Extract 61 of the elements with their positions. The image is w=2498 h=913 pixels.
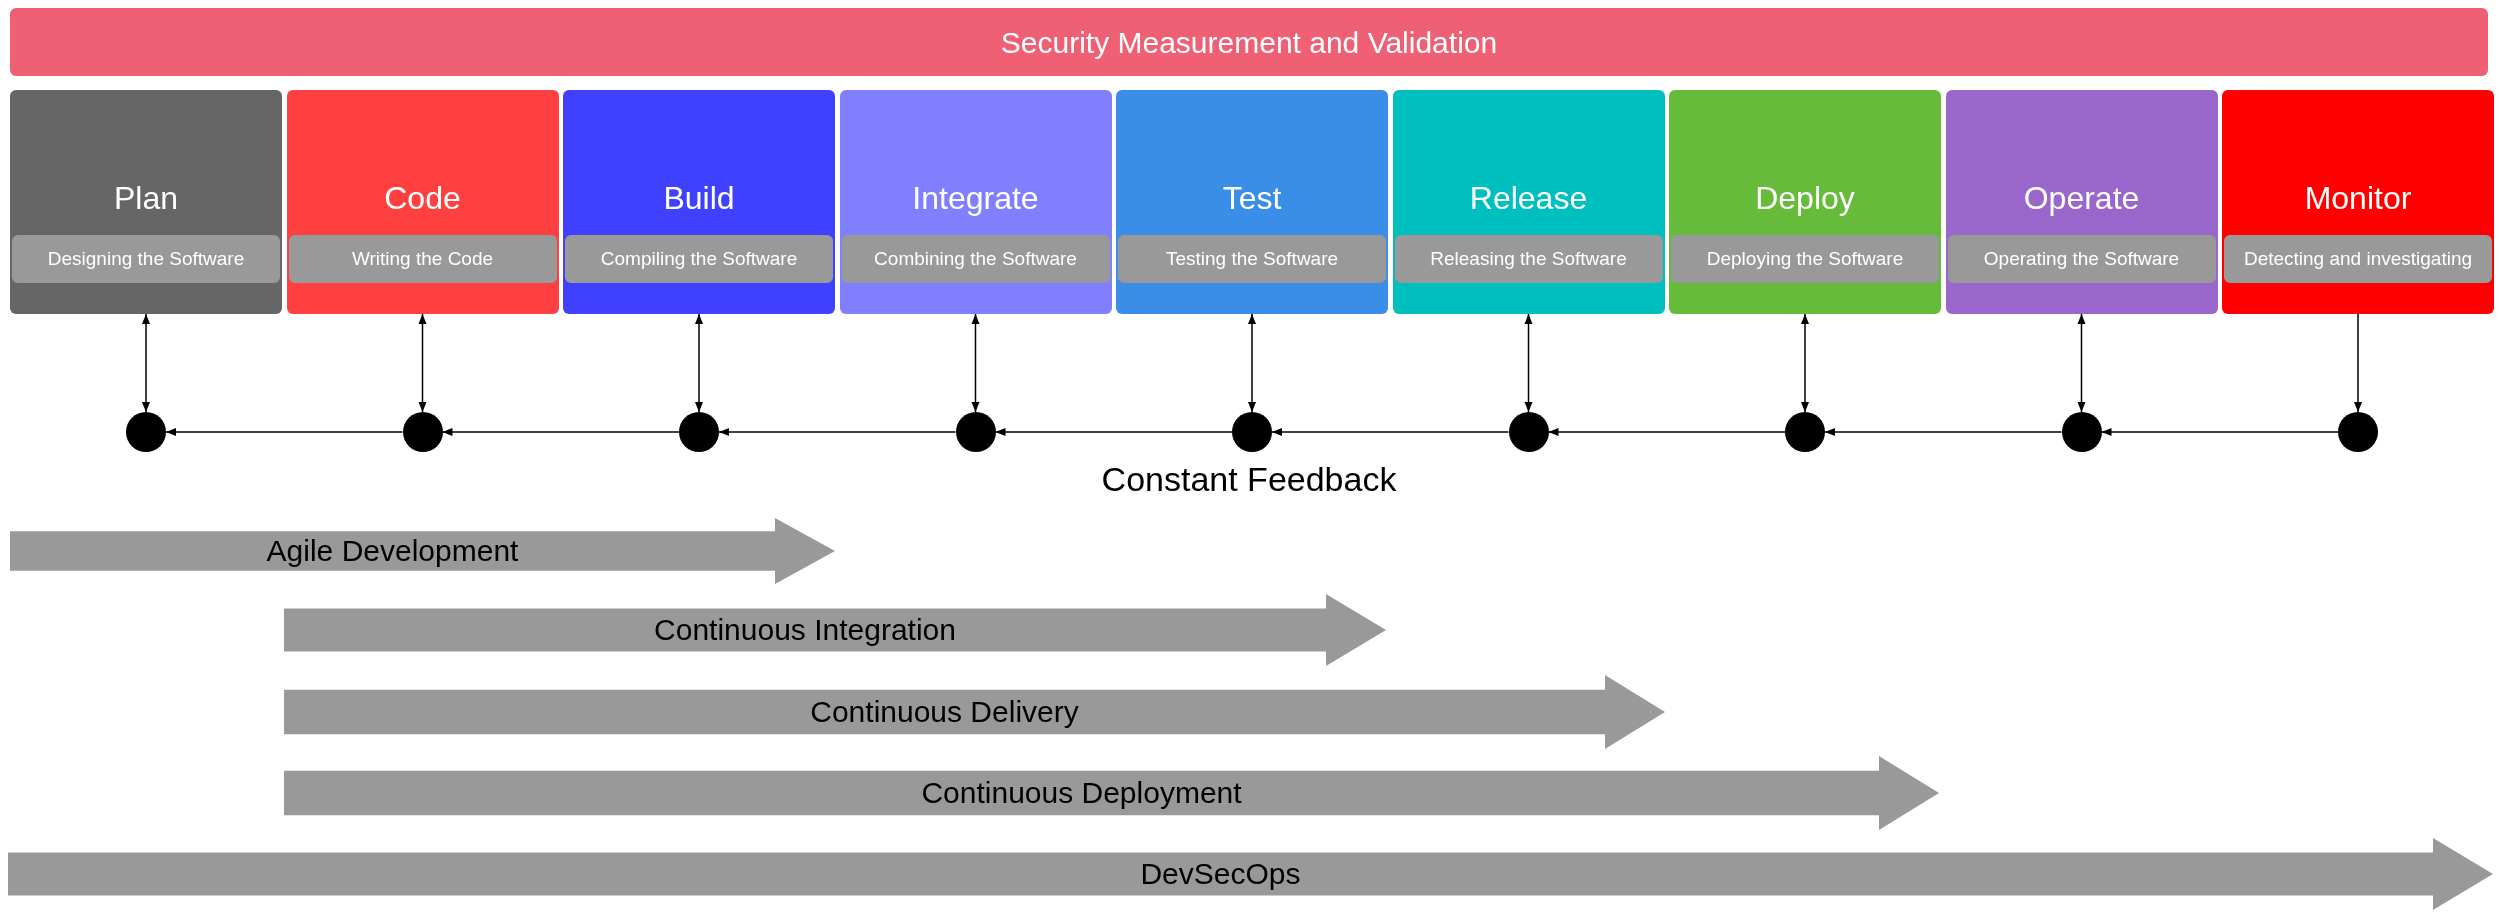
phase-label: Agile Development	[266, 536, 519, 566]
stage-description: Designing the Software	[47, 246, 245, 271]
stage-box	[2222, 90, 2494, 314]
description-box	[288, 235, 557, 283]
connector-arrow	[418, 313, 427, 413]
phase-label: Continuous Delivery	[810, 697, 1079, 727]
connector-arrow	[994, 428, 1233, 436]
stage-description: Deploying the Software	[1706, 246, 1904, 271]
stage-box	[1116, 90, 1388, 314]
stage-description: Operating the Software	[1983, 246, 2180, 271]
stage-box	[286, 90, 559, 314]
connector-arrow	[2077, 313, 2086, 413]
stage-title: Monitor	[2304, 182, 2412, 214]
stage-title: Deploy	[1755, 182, 1855, 214]
stage-box	[1945, 90, 2218, 314]
description-box	[1118, 235, 1386, 283]
description-box	[2224, 235, 2492, 283]
connector-arrow	[2100, 428, 2339, 436]
description-box	[1671, 235, 1939, 283]
stage-title: Operate	[2023, 182, 2140, 214]
description-box	[1394, 235, 1663, 283]
description-box	[565, 235, 833, 283]
connector-arrow	[1271, 428, 1510, 436]
connector-arrow	[2354, 313, 2362, 413]
connector-arrow	[695, 313, 703, 413]
stage-description: Compiling the Software	[600, 246, 798, 271]
description-box	[841, 235, 1110, 283]
connector-arrow	[1824, 428, 2063, 436]
description-box	[12, 235, 280, 283]
connector-arrow	[165, 428, 404, 436]
banner	[10, 8, 2488, 76]
connector-arrow	[1801, 313, 1809, 413]
stage-title: Release	[1469, 182, 1588, 214]
stage-box	[839, 90, 1112, 314]
connector-arrow	[1547, 428, 1786, 436]
connector-arrow	[971, 313, 980, 413]
stage-title: Build	[663, 182, 735, 214]
connector-arrow	[1524, 313, 1533, 413]
stage-description: Releasing the Software	[1430, 246, 1627, 271]
stage-title: Code	[384, 182, 461, 214]
connector-arrow	[718, 428, 957, 436]
stage-title: Integrate	[912, 182, 1039, 214]
description-box	[1947, 235, 2216, 283]
stage-box	[1669, 90, 1941, 314]
stage-box	[1392, 90, 1665, 314]
stage-description: Writing the Code	[351, 246, 494, 271]
stage-description: Detecting and investigating	[2243, 246, 2473, 271]
banner-title: Security Measurement and Validation	[1000, 24, 1498, 61]
stage-description: Testing the Software	[1165, 246, 1339, 271]
stage-description: Combining the Software	[874, 246, 1077, 271]
stage-box	[563, 90, 835, 314]
phase-label: DevSecOps	[1140, 859, 1301, 889]
phase-label: Continuous Integration	[654, 615, 956, 645]
connector-arrow	[1248, 313, 1256, 413]
stage-box	[10, 90, 282, 314]
phase-label: Continuous Deployment	[921, 778, 1242, 808]
connector-arrow	[142, 313, 150, 413]
stage-title: Test	[1222, 182, 1282, 214]
stage-title: Plan	[113, 182, 178, 214]
feedback-label: Constant Feedback	[1101, 462, 1397, 496]
connector-arrow	[441, 428, 680, 436]
